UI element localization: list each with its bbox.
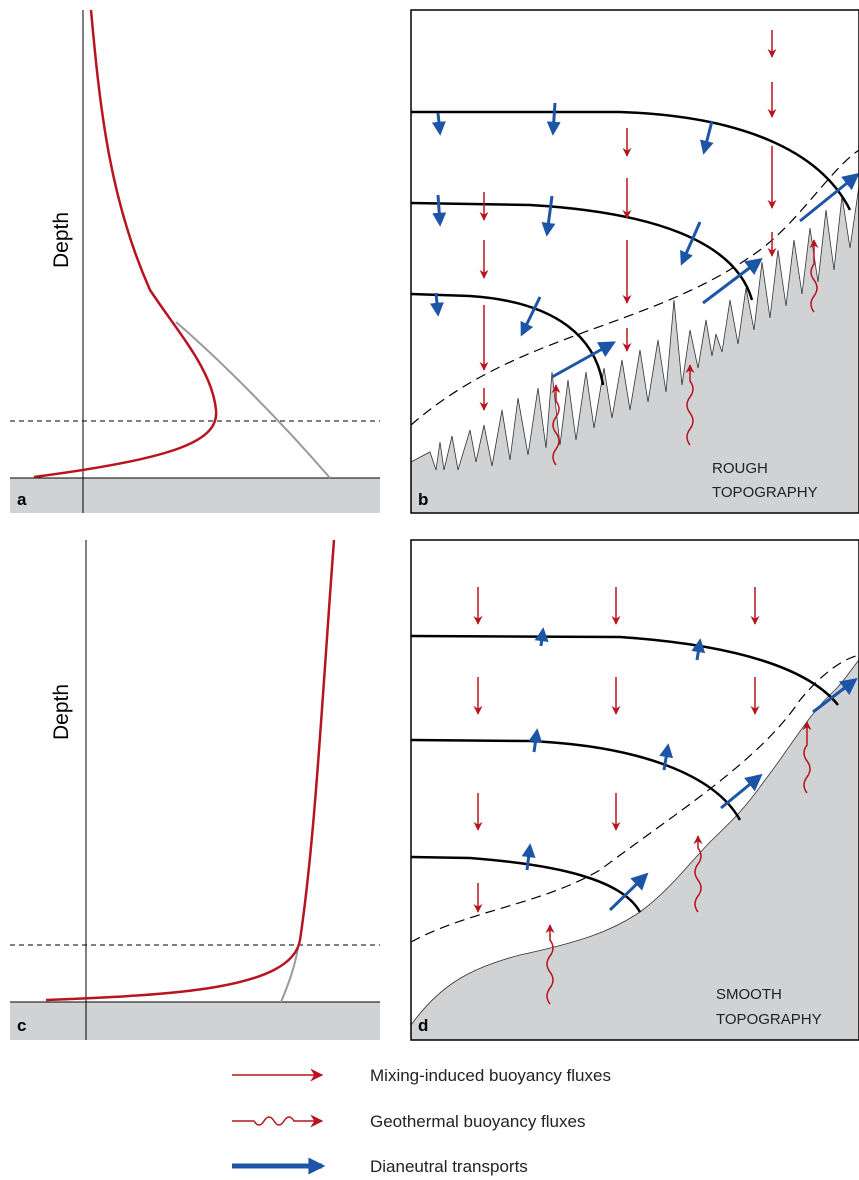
geothermal-arrow (545, 924, 555, 1005)
transport-arrow-down (541, 195, 556, 237)
legend-item-geothermal: Geothermal buoyancy fluxes (232, 1112, 585, 1131)
panel-a-depth-label: Depth (50, 212, 73, 268)
panel-c: Depth c (10, 539, 380, 1040)
geothermal-arrow (693, 835, 703, 913)
transport-arrow-up (608, 872, 649, 912)
panel-d: SMOOTH TOPOGRAPHY d (410, 539, 859, 1041)
panel-b-isopycnal-middle (411, 201, 754, 301)
transport-arrow-down (680, 221, 702, 266)
transport-arrow-up (534, 627, 549, 647)
panel-c-letter: c (17, 1016, 26, 1035)
panel-b-letter: b (418, 490, 428, 509)
transport-arrow-down (432, 194, 447, 227)
panel-b-mixing-arrows (479, 30, 777, 411)
legend-item-dianeutral: Dianeutral transports (232, 1157, 528, 1176)
legend: Mixing-induced buoyancy fluxes Geotherma… (232, 1066, 611, 1176)
transport-arrow-up (799, 172, 859, 223)
geothermal-arrow (809, 239, 819, 313)
transport-arrow-up (659, 743, 674, 771)
transport-arrow-down (429, 292, 444, 317)
transport-arrow-up (812, 677, 858, 714)
panel-a-red-profile (33, 9, 218, 479)
panel-c-seafloor (10, 1002, 380, 1040)
legend-label-dianeutral: Dianeutral transports (370, 1157, 528, 1176)
panel-d-mixing-arrows (473, 587, 760, 913)
panel-a: Depth a (10, 9, 380, 513)
panel-c-red-profile (45, 539, 336, 1002)
transport-arrow-up (521, 843, 536, 871)
transport-arrow-up (528, 728, 543, 753)
panel-b: ROUGH TOPOGRAPHY b (410, 9, 859, 514)
panel-d-letter: d (418, 1016, 428, 1035)
transport-arrow-up (702, 257, 763, 305)
panel-b-topography-label-line2: TOPOGRAPHY (712, 484, 818, 501)
panel-d-isopycnal-middle (411, 738, 742, 821)
transport-arrow-down (546, 102, 561, 136)
panel-b-dianeutral-arrows (429, 102, 859, 379)
transport-arrow-down (520, 296, 542, 337)
legend-item-mixing: Mixing-induced buoyancy fluxes (232, 1066, 611, 1085)
panel-c-gray-profile (280, 947, 299, 1003)
panel-b-topography-label-line1: ROUGH (712, 460, 768, 477)
geothermal-arrow (551, 384, 561, 466)
panel-d-frame (410, 539, 859, 1041)
panel-d-topography-label-line2: TOPOGRAPHY (716, 1011, 822, 1028)
panel-d-geothermal-arrows (545, 721, 812, 1005)
transport-arrow-down (700, 120, 714, 155)
legend-label-geothermal: Geothermal buoyancy fluxes (370, 1112, 585, 1131)
panel-b-rough-seafloor (411, 185, 859, 513)
panel-d-dianeutral-arrows (521, 627, 858, 912)
panel-b-dashed-layer-boundary (411, 149, 859, 426)
panel-d-isopycnal-lower (411, 855, 642, 913)
panel-a-letter: a (17, 490, 27, 509)
panel-a-seafloor (10, 478, 380, 513)
transport-arrow-down (431, 112, 446, 136)
panel-b-frame (410, 9, 859, 514)
legend-label-mixing: Mixing-induced buoyancy fluxes (370, 1066, 611, 1085)
panel-d-smooth-seafloor (411, 659, 859, 1040)
panel-a-gray-profile (175, 321, 331, 479)
transport-arrow-up (551, 341, 616, 379)
panel-d-topography-label-line1: SMOOTH (716, 986, 782, 1003)
transport-arrow-up (720, 773, 763, 810)
panel-d-isopycnal-upper (411, 634, 839, 706)
geothermal-arrow (685, 364, 695, 446)
panel-b-isopycnal-upper (411, 110, 852, 211)
transport-arrow-up (691, 638, 706, 661)
panel-b-isopycnal-lower (411, 292, 605, 386)
panel-c-depth-label: Depth (50, 684, 73, 740)
wavy-red-arrow-icon (232, 1114, 324, 1128)
geothermal-arrow (802, 721, 812, 794)
panel-b-geothermal-arrows (551, 239, 819, 466)
